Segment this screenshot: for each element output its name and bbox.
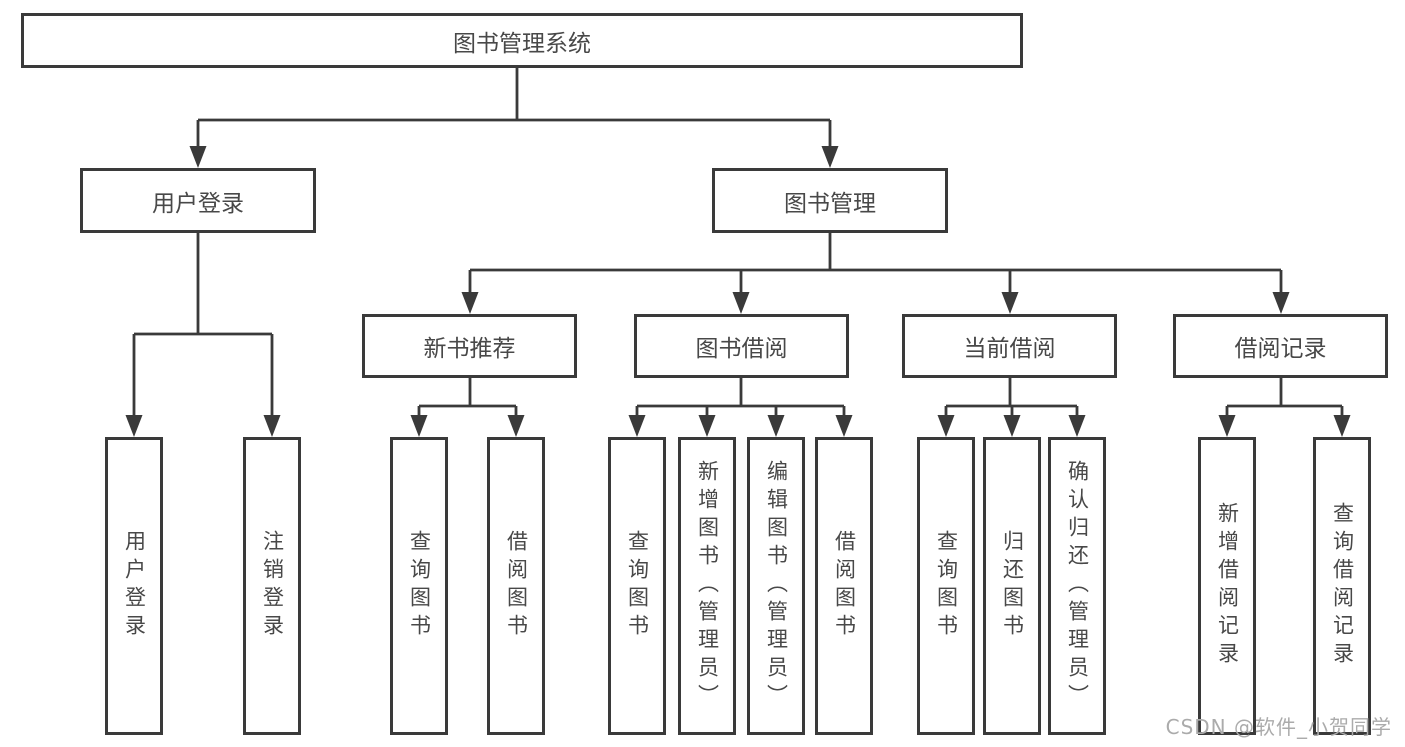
leaf-borrow-books-label: 借阅图书 xyxy=(832,530,857,642)
leaf-user-login-label: 用户登录 xyxy=(122,530,147,642)
node-new-book-recommend: 新书推荐 xyxy=(362,314,577,378)
leaf-logout-label: 注销登录 xyxy=(260,530,285,642)
node-book-borrowing: 图书借阅 xyxy=(634,314,849,378)
watermark: CSDN @软件_小贺同学 xyxy=(1165,715,1392,739)
leaf-query-borrow-record-label: 查询借阅记录 xyxy=(1330,502,1355,670)
leaf-logout: 注销登录 xyxy=(243,437,301,735)
leaf-confirm-return-admin-label: 确认归还（管理员） xyxy=(1065,460,1090,712)
leaf-add-books-admin: 新增图书（管理员） xyxy=(678,437,736,735)
leaf-query-borrow-record: 查询借阅记录 xyxy=(1313,437,1371,735)
leaf-add-borrow-record-label: 新增借阅记录 xyxy=(1215,502,1240,670)
node-book-management: 图书管理 xyxy=(712,168,948,233)
leaf-borrow-books-recommend-label: 借阅图书 xyxy=(504,530,529,642)
leaf-edit-books-admin: 编辑图书（管理员） xyxy=(747,437,805,735)
node-borrow-records: 借阅记录 xyxy=(1173,314,1388,378)
leaf-user-login: 用户登录 xyxy=(105,437,163,735)
leaf-query-books-recommend-label: 查询图书 xyxy=(407,530,432,642)
leaf-query-books-current-label: 查询图书 xyxy=(934,530,959,642)
node-current-borrowing: 当前借阅 xyxy=(902,314,1117,378)
leaf-borrow-books-recommend: 借阅图书 xyxy=(487,437,545,735)
leaf-add-books-admin-label: 新增图书（管理员） xyxy=(695,460,720,712)
leaf-query-books-borrowing-label: 查询图书 xyxy=(625,530,650,642)
node-library-system: 图书管理系统 xyxy=(21,13,1023,68)
leaf-confirm-return-admin: 确认归还（管理员） xyxy=(1048,437,1106,735)
leaf-query-books-recommend: 查询图书 xyxy=(390,437,448,735)
arrowheads xyxy=(125,146,1351,437)
leaf-query-books-current: 查询图书 xyxy=(917,437,975,735)
leaf-edit-books-admin-label: 编辑图书（管理员） xyxy=(764,460,789,712)
leaf-return-books: 归还图书 xyxy=(983,437,1041,735)
leaf-query-books-borrowing: 查询图书 xyxy=(608,437,666,735)
node-user-login: 用户登录 xyxy=(80,168,316,233)
leaf-borrow-books: 借阅图书 xyxy=(815,437,873,735)
leaf-add-borrow-record: 新增借阅记录 xyxy=(1198,437,1256,735)
leaf-return-books-label: 归还图书 xyxy=(1000,530,1025,642)
